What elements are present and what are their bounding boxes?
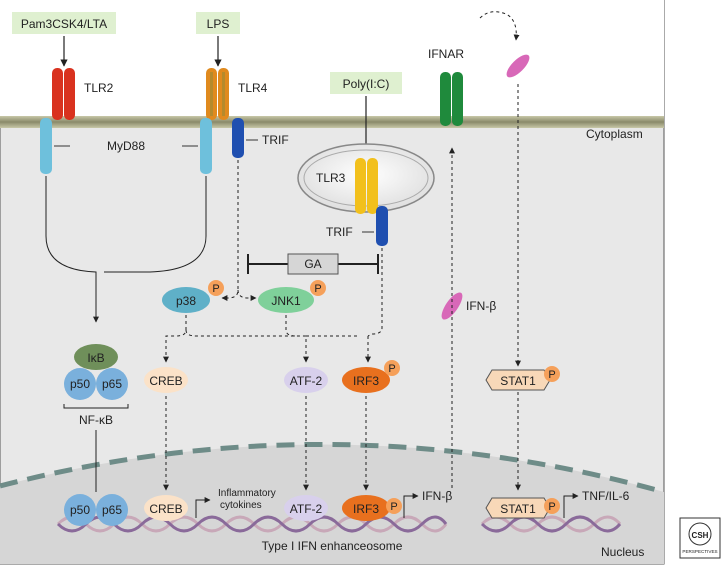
jnk1-label: JNK1	[271, 294, 301, 308]
dna-strand-right	[480, 515, 622, 533]
nuclear-stat1-label: STAT1	[500, 502, 536, 516]
ifnb-extracellular	[506, 54, 530, 78]
plasma-membrane	[0, 116, 664, 128]
nuclear-creb-label: CREB	[149, 502, 182, 516]
tnf-il6-label: TNF/IL-6	[582, 489, 630, 503]
myd88-label: MyD88	[107, 139, 145, 153]
myd88-right	[200, 118, 212, 174]
irf3-cyto-label: IRF3	[353, 374, 379, 388]
atf2-cyto-label: ATF-2	[290, 374, 323, 388]
tlr2-label: TLR2	[84, 81, 114, 95]
polyic-label: Poly(I:C)	[343, 77, 390, 91]
nuclear-p65	[96, 494, 128, 526]
nuclear-stat1	[485, 497, 551, 519]
nuclear-atf2	[284, 495, 328, 521]
tlr4-receptor	[206, 68, 229, 120]
ifnar-label: IFNAR	[428, 47, 464, 61]
tlr3-receptor	[355, 158, 378, 214]
irf3-phospho	[384, 360, 400, 376]
p50-label: p50	[70, 377, 90, 391]
nuclear-irf3-label: IRF3	[353, 502, 379, 516]
nuclear-stat1-phospho-label: P	[548, 501, 555, 513]
nuclear-p65-label: p65	[102, 503, 122, 517]
lps-box	[196, 12, 240, 34]
nuclear-p50	[64, 494, 96, 526]
tlr2-receptor	[52, 68, 75, 120]
p38-phospho	[208, 280, 224, 296]
svg-text:PERSPECTIVES: PERSPECTIVES	[682, 549, 717, 554]
stat1-phospho-label: P	[548, 369, 555, 381]
creb-cyto-label: CREB	[149, 374, 182, 388]
lps-label: LPS	[207, 17, 230, 31]
stat1-cyto-label: STAT1	[500, 374, 536, 388]
myd88-left	[40, 118, 52, 174]
cytoplasm-label: Cytoplasm	[586, 127, 643, 141]
p65-label: p65	[102, 377, 122, 391]
enhanceosome-label: Type I IFN enhanceosome	[262, 539, 403, 553]
trif-endosome-label: TRIF	[326, 225, 353, 239]
nuclear-creb	[144, 495, 188, 521]
nuclear-p50-label: p50	[70, 503, 90, 517]
p38-phospho-label: P	[212, 283, 219, 295]
p38-kinase	[162, 287, 210, 313]
stat1-cytoplasm	[485, 369, 551, 391]
ifnb-gene-label: IFN-β	[422, 489, 452, 503]
irf3-cytoplasm	[342, 367, 390, 393]
jnk1-phospho-label: P	[314, 283, 321, 295]
pam3csk4-label: Pam3CSK4/LTA	[21, 17, 107, 31]
trif-membrane	[232, 118, 244, 158]
nuclear-envelope	[0, 441, 665, 495]
ga-box	[287, 253, 339, 275]
p38-label: p38	[176, 294, 196, 308]
trif-endosome	[376, 206, 388, 246]
inflammatory-line1: Inflammatory	[218, 488, 276, 499]
ikb-label: IκB	[87, 351, 104, 365]
ifnar-receptor	[440, 72, 463, 126]
creb-cytoplasm	[144, 367, 188, 393]
nuclear-atf2-label: ATF-2	[290, 502, 323, 516]
irf3-phospho-label: P	[388, 363, 395, 375]
p65-protein	[96, 368, 128, 400]
ifnb-label: IFN-β	[466, 299, 496, 313]
svg-text:CSH: CSH	[692, 531, 709, 540]
atf2-cytoplasm	[284, 367, 328, 393]
jnk1-kinase	[258, 287, 314, 313]
nuclear-irf3	[342, 495, 390, 521]
p50-protein	[64, 368, 96, 400]
tlr3-label: TLR3	[316, 171, 346, 185]
csh-perspectives-logo: CSH PERSPECTIVES	[679, 517, 721, 559]
jnk1-phospho	[310, 280, 326, 296]
tlr4-label: TLR4	[238, 81, 268, 95]
ikb-protein	[74, 344, 118, 370]
ga-label: GA	[304, 257, 321, 271]
polyic-box	[330, 72, 402, 94]
stat1-phospho	[544, 366, 560, 382]
inflammatory-line2: cytokines	[220, 500, 262, 511]
trif-membrane-label: TRIF	[262, 133, 289, 147]
nuclear-stat1-phospho	[544, 498, 560, 514]
nucleus-label: Nucleus	[601, 545, 644, 559]
nuclear-irf3-phospho	[386, 498, 402, 514]
nuclear-irf3-phospho-label: P	[390, 501, 397, 513]
nfkb-label: NF-κB	[79, 413, 113, 427]
pam3csk4-box	[12, 12, 116, 34]
